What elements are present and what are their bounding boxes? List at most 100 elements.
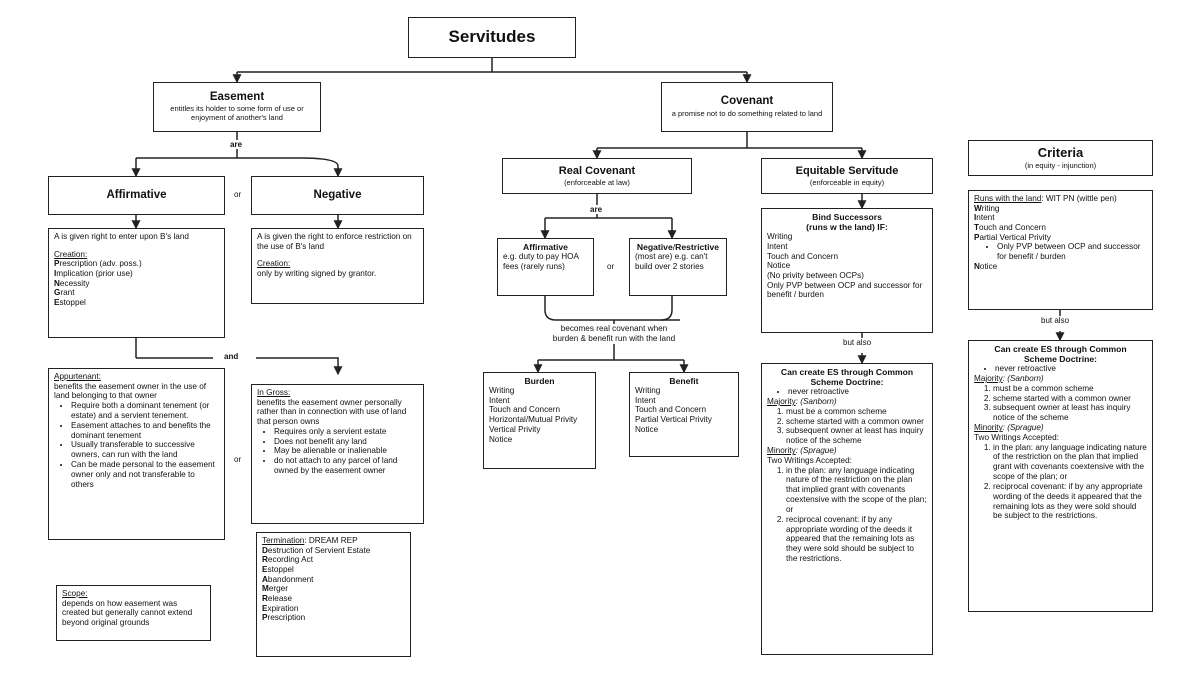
node-easement-negative[interactable]: Negative [251,176,424,215]
termination-item: Recording Act [262,555,313,565]
list-item: never retroactive [788,387,927,397]
node-rc-negative-title: Negative/Restrictive [636,242,720,252]
appurtenant-bullets: Require both a dominant tenement (or est… [64,401,219,490]
node-easement-affirmative[interactable]: Affirmative [48,176,225,215]
node-equitable-servitude[interactable]: Equitable Servitude (enforceable in equi… [761,158,933,194]
node-runs-with-the-land[interactable]: Runs with the land: WIT PN (wittle pen) … [968,190,1153,310]
burden-item: Touch and Concern [489,405,561,415]
common-scheme-majority-items: must be a common scheme scheme started w… [983,384,1147,423]
node-easement[interactable]: Easement entitles its holder to some for… [153,82,321,132]
common-scheme-majority-label: Majority: (Sanborn) [767,397,837,407]
node-covenant[interactable]: Covenant a promise not to do something r… [661,82,833,132]
list-item: scheme started with a common owner [993,394,1147,404]
common-scheme-title-2: Scheme Doctrine: [1023,354,1098,365]
bind-successors-item: Only PVP between OCP and successor for b… [767,280,923,300]
spacer [54,242,219,250]
in-gross-intro: benefits the easement owner personally r… [257,397,407,427]
negative-intro: A is given the right to enforce restrict… [257,232,412,251]
node-in-gross[interactable]: In Gross: benefits the easement owner pe… [251,384,424,524]
node-appurtenant[interactable]: Appurtenant: benefits the easement owner… [48,368,225,540]
list-item: Can be made personal to the easement own… [71,460,219,490]
burden-item: Horizontal/Mutual Privity [489,415,578,425]
node-benefit[interactable]: Benefit Writing Intent Touch and Concern… [629,372,739,457]
connector-label-but-also-criteria: but also [1039,316,1072,325]
node-easement-title: Easement [209,90,265,103]
termination-heading: Termination: DREAM REP [262,536,358,545]
node-rc-negative-restrictive[interactable]: Negative/Restrictive (most are) e.g. can… [629,238,727,296]
list-item: must be a common scheme [993,384,1147,394]
node-termination[interactable]: Termination: DREAM REP Destruction of Se… [256,532,411,657]
common-scheme-bullet-list: never retroactive [988,364,1147,374]
benefit-item: Partial Vertical Privity [635,415,712,425]
common-scheme-two-writings-label: Two Writings Accepted: [974,432,1059,442]
burden-item: Notice [489,434,513,444]
negative-creation-label: Creation: [257,259,291,269]
node-rc-negative-text: (most are) e.g. can't build over 2 stori… [635,252,708,271]
appurtenant-heading: Appurtenant: [54,372,101,381]
node-common-scheme-es-right[interactable]: Can create ES through Common Scheme Doct… [968,340,1153,612]
connector-label-or-covenant: or [605,262,617,271]
list-item: May be alienable or inalienable [274,446,418,456]
common-scheme-bullet-list: never retroactive [781,387,927,397]
burden-item: Writing [489,386,515,396]
list-item: do not attach to any parcel of land owne… [274,456,418,476]
connector-label-are-easement: are [228,140,245,149]
list-item: Only PVP between OCP and successor for b… [997,242,1147,262]
termination-item: Estoppel [262,565,294,575]
affirmative-creation-label: Creation: [54,249,88,259]
runs-with-land-sub-bullets: Only PVP between OCP and successor for b… [990,242,1147,262]
affirmative-creation-item: Implication (prior use) [54,269,133,279]
termination-item: Merger [262,584,288,594]
affirmative-intro: A is given right to enter upon B's land [54,232,189,241]
bind-successors-item: Notice [767,261,791,271]
node-burden-title: Burden [524,376,555,386]
node-scope[interactable]: Scope: depends on how easement was creat… [56,585,211,641]
termination-item: Release [262,594,293,604]
in-gross-heading: In Gross: [257,388,291,397]
common-scheme-minority-label: Minority: (Sprague) [767,446,837,456]
node-criteria-title: Criteria [1037,145,1084,161]
common-scheme-minority-label: Minority: (Sprague) [974,423,1044,433]
node-criteria-subtitle: (in equity - injunction) [1024,160,1097,170]
common-scheme-majority-label: Majority: (Sanborn) [974,374,1044,384]
connector-label-or-appurtenant: or [232,455,244,464]
runs-with-land-item: Notice [974,262,998,272]
benefit-item: Touch and Concern [635,405,707,415]
node-affirmative-detail[interactable]: A is given right to enter upon B's land … [48,228,225,338]
list-item: in the plan: any language indicating nat… [786,466,927,515]
node-bind-successors[interactable]: Bind Successors (runs w the land) IF: Wr… [761,208,933,333]
list-item: reciprocal covenant: if by any appropria… [786,515,927,564]
node-common-scheme-es-middle[interactable]: Can create ES through Common Scheme Doct… [761,363,933,655]
connector-label-and-easement: and [222,352,241,361]
node-real-covenant[interactable]: Real Covenant (enforceable at law) [502,158,692,194]
runs-with-land-item: Partial Vertical Privity [974,232,1051,242]
node-criteria[interactable]: Criteria (in equity - injunction) [968,140,1153,176]
runs-with-land-item: Intent [974,213,995,223]
termination-item: Prescription [262,613,306,623]
list-item: Easement attaches to and benefits the do… [71,421,219,441]
node-negative-detail[interactable]: A is given the right to enforce restrict… [251,228,424,304]
bind-successors-subtitle: (runs w the land) IF: [806,222,888,233]
list-item: never retroactive [995,364,1147,374]
node-rc-affirmative[interactable]: Affirmative e.g. duty to pay HOA fees (r… [497,238,594,296]
node-covenant-subtitle: a promise not to do something related to… [671,108,823,118]
bind-successors-item: Writing [767,232,793,242]
common-scheme-title-1: Can create ES through Common [780,367,914,377]
node-servitudes[interactable]: Servitudes [408,17,576,58]
list-item: scheme started with a common owner [786,417,927,427]
node-real-covenant-subtitle: (enforceable at law) [564,177,630,187]
list-item: subsequent owner at least has inquiry no… [993,403,1147,423]
list-item: Requires only a servient estate [274,427,418,437]
termination-item: Destruction of Servient Estate [262,545,371,555]
connector-label-or-easement: or [232,190,244,199]
scope-heading: Scope: [62,589,88,598]
node-burden[interactable]: Burden Writing Intent Touch and Concern … [483,372,596,469]
node-servitudes-title: Servitudes [448,27,536,47]
common-scheme-two-writings-items: in the plan: any language indicating nat… [983,443,1147,522]
affirmative-creation-item: Grant [54,288,75,298]
bind-successors-item: (No privity between OCPs) [767,270,864,280]
list-item: Usually transferable to successive owner… [71,440,219,460]
common-scheme-title-1: Can create ES through Common [994,344,1127,354]
affirmative-creation-item: Necessity [54,278,90,288]
connector-label-but-also-es: but also [841,338,874,347]
